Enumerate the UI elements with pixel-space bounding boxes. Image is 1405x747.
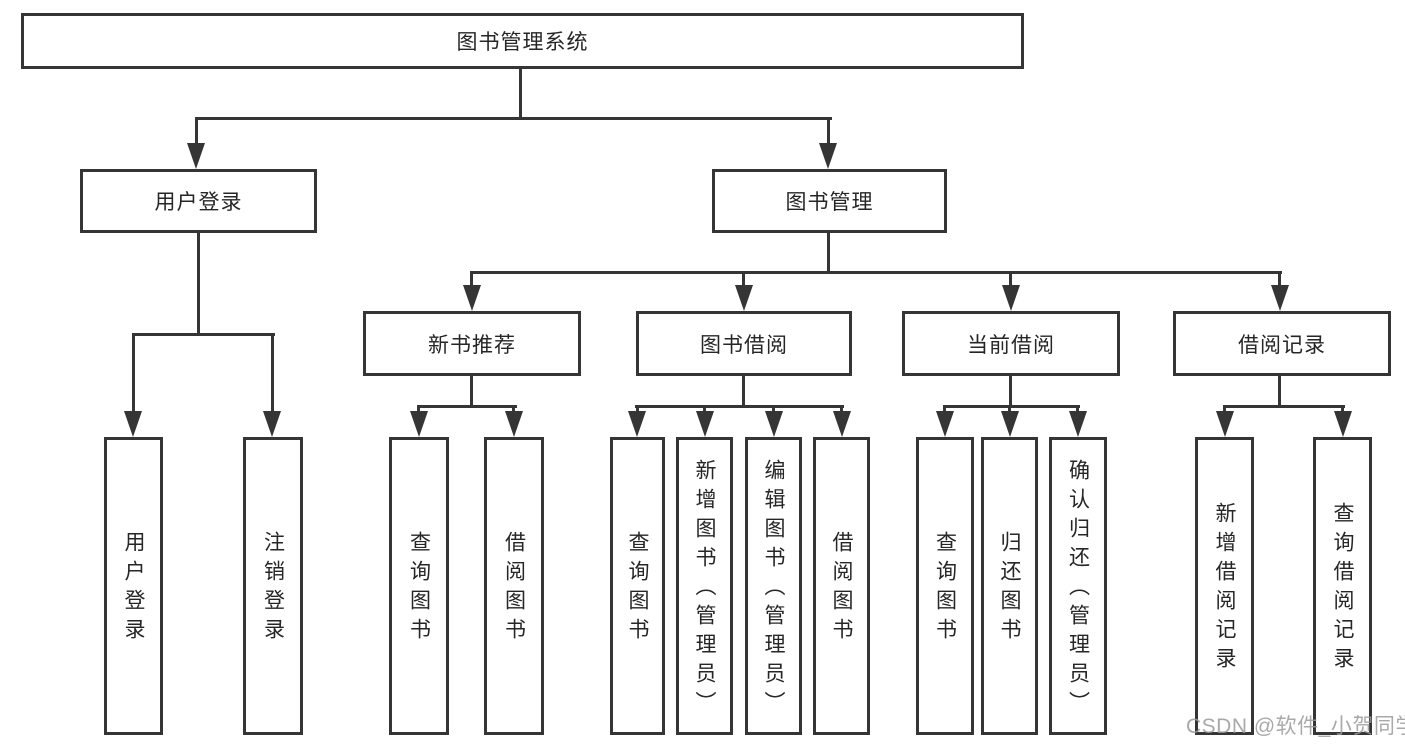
connector-line <box>470 271 473 286</box>
connector-line <box>943 405 946 413</box>
connector-line <box>1223 405 1345 408</box>
connector-line <box>827 117 830 144</box>
arrow-down-icon <box>1001 411 1019 437</box>
node-borrow-record: 借阅记录 <box>1173 311 1391 376</box>
arrow-down-icon <box>1069 411 1087 437</box>
leaf-query-book-recommend: 查询图书 <box>389 437 449 735</box>
connector-line <box>417 405 517 408</box>
arrow-down-icon <box>463 285 481 311</box>
arrow-down-icon <box>187 143 205 169</box>
node-root: 图书管理系统 <box>21 13 1024 69</box>
leaf-add-book-admin: 新增图书（管理员） <box>676 437 733 735</box>
csdn-watermark: CSDN @软件_小贺同学 <box>1186 715 1405 738</box>
connector-line <box>742 271 745 286</box>
arrow-down-icon <box>1216 411 1234 437</box>
arrow-down-icon <box>263 411 281 437</box>
connector-line <box>417 405 420 413</box>
arrow-down-icon <box>628 411 646 437</box>
leaf-logout: 注销登录 <box>243 437 303 735</box>
connector-line <box>470 271 1282 274</box>
leaf-return-book: 归还图书 <box>981 437 1038 735</box>
leaf-confirm-return-admin: 确认归还（管理员） <box>1049 437 1107 735</box>
leaf-query-borrow-record: 查询借阅记录 <box>1313 437 1372 735</box>
connector-line <box>1278 376 1281 408</box>
node-book-management: 图书管理 <box>712 169 947 233</box>
connector-line <box>195 117 198 144</box>
node-current-borrow: 当前借阅 <box>902 311 1120 376</box>
leaf-borrow-book-recommend: 借阅图书 <box>484 437 544 735</box>
arrow-down-icon <box>410 411 428 437</box>
arrow-down-icon <box>505 411 523 437</box>
arrow-down-icon <box>765 411 783 437</box>
leaf-user-login: 用户登录 <box>104 437 163 735</box>
connector-line <box>470 376 473 408</box>
connector-line <box>1278 271 1281 286</box>
connector-line <box>1009 376 1012 408</box>
connector-line <box>132 333 275 336</box>
leaf-query-book-current: 查询图书 <box>916 437 974 735</box>
connector-line <box>1008 405 1011 413</box>
arrow-down-icon <box>696 411 714 437</box>
connector-line <box>840 405 843 413</box>
connector-line <box>943 405 1080 408</box>
leaf-add-borrow-record: 新增借阅记录 <box>1195 437 1254 735</box>
connector-line <box>519 69 522 119</box>
arrow-down-icon <box>1334 411 1352 437</box>
connector-line <box>742 376 745 408</box>
node-book-borrow: 图书借阅 <box>636 311 852 376</box>
arrow-down-icon <box>1271 285 1289 311</box>
node-user-login: 用户登录 <box>80 169 317 233</box>
connector-line <box>512 405 515 413</box>
connector-line <box>1223 405 1226 413</box>
connector-line <box>772 405 775 413</box>
arrow-down-icon <box>124 411 142 437</box>
connector-line <box>827 233 830 274</box>
connector-line <box>703 405 706 413</box>
arrow-down-icon <box>833 411 851 437</box>
leaf-query-book-borrow: 查询图书 <box>610 437 665 735</box>
node-new-book-recommend: 新书推荐 <box>363 311 581 376</box>
connector-line <box>132 333 135 412</box>
arrow-down-icon <box>735 285 753 311</box>
connector-line <box>636 405 639 413</box>
connector-line <box>1076 405 1079 413</box>
connector-line <box>1009 271 1012 286</box>
leaf-borrow-book: 借阅图书 <box>813 437 870 735</box>
arrow-down-icon <box>819 143 837 169</box>
connector-line <box>195 117 832 120</box>
connector-line <box>197 233 200 336</box>
arrow-down-icon <box>936 411 954 437</box>
connector-line <box>635 405 844 408</box>
connector-line <box>271 333 274 412</box>
arrow-down-icon <box>1002 285 1020 311</box>
connector-line <box>1341 405 1344 413</box>
leaf-edit-book-admin: 编辑图书（管理员） <box>745 437 802 735</box>
